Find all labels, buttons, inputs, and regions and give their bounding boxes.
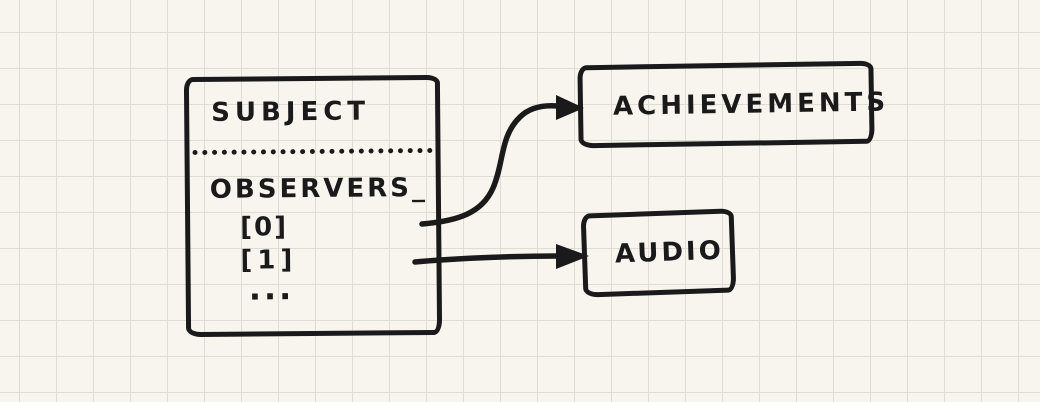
subject-box: SUBJECT OBSERVERS_ [0] [1] ... (183, 74, 443, 338)
arrow-to-achievements (419, 95, 584, 227)
subject-title: SUBJECT (211, 96, 371, 128)
audio-label: AUDIO (614, 235, 725, 270)
audio-box: AUDIO (580, 208, 737, 298)
achievements-label: ACHIEVEMENTS (612, 86, 890, 122)
observer-slot-0: [0] (240, 212, 289, 243)
dotted-separator (192, 147, 433, 156)
observers-list-label: OBSERVERS_ (209, 172, 429, 205)
achievements-box: ACHIEVEMENTS (577, 60, 889, 149)
arrow-to-achievements-curve (419, 102, 561, 227)
observer-slot-ellipsis: ... (248, 269, 295, 308)
